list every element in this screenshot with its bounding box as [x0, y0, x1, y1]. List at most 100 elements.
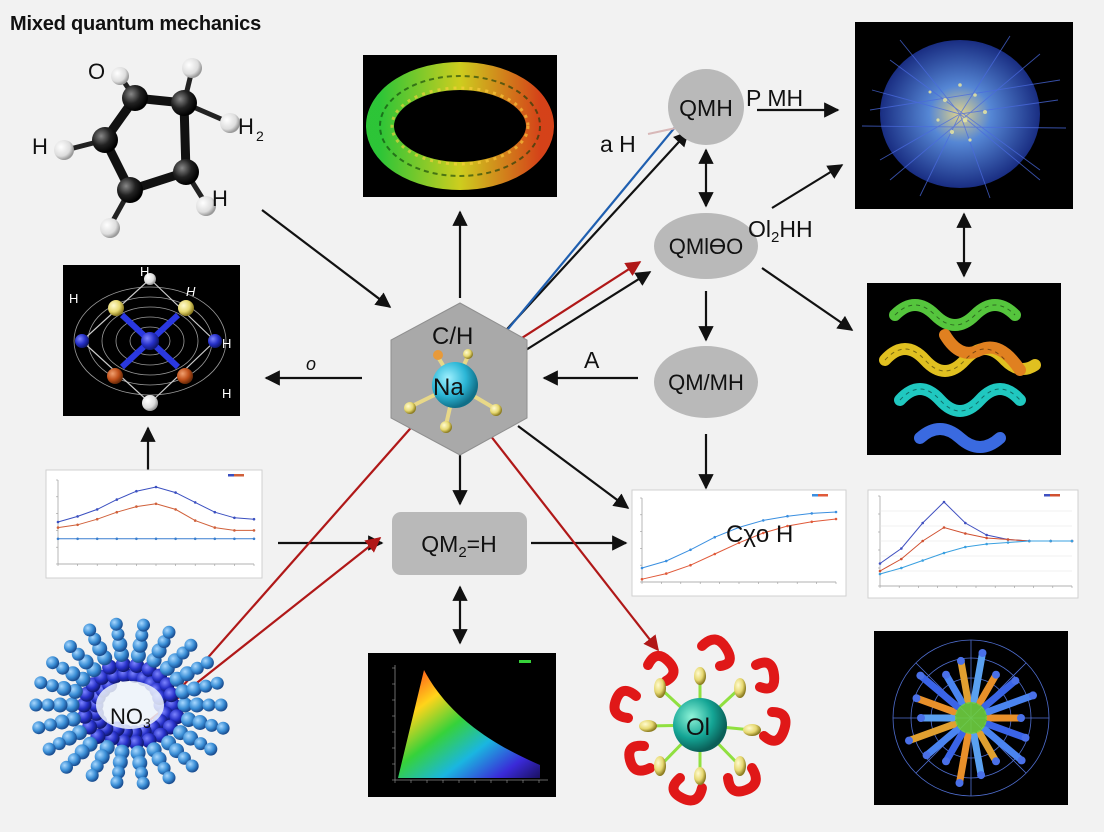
chart-point [174, 491, 177, 494]
hydrogen-atom [54, 140, 74, 160]
chart-point [1071, 540, 1074, 543]
radial-spoke-tip [977, 771, 985, 779]
ring-protein-panel [363, 55, 557, 197]
cluster-bead [193, 715, 208, 730]
chart-point [214, 526, 217, 529]
chart-point [76, 538, 79, 541]
radial-spoke-tip [979, 649, 987, 657]
chart-point [921, 540, 924, 543]
cluster-bead [211, 677, 224, 690]
chart-point [214, 511, 217, 514]
chart-point [57, 538, 60, 541]
cluster-bead [187, 682, 202, 697]
chart-point [96, 518, 99, 521]
cluster-bead [199, 680, 212, 693]
cluster-bead [83, 624, 96, 637]
chart-point [879, 573, 882, 576]
chart-point [879, 562, 882, 565]
cluster-bead [110, 776, 123, 789]
ion-ligand [490, 404, 502, 416]
arrow-qmo-to-protein [762, 268, 852, 330]
chart-point [57, 526, 60, 529]
label-a: A [584, 347, 600, 373]
chart-point [985, 537, 988, 540]
cluster-bead [205, 719, 218, 732]
cluster-bead [46, 679, 59, 692]
chart-point [786, 515, 789, 518]
chart-point [253, 529, 256, 532]
arrow-center-to-qmo [510, 272, 650, 360]
chart-point [233, 538, 236, 541]
cluster-bead [86, 769, 99, 782]
node-qm2h-subscript: 2 [458, 544, 466, 561]
lattice-atom [107, 368, 123, 384]
hydrogen-atom [220, 113, 240, 133]
chart-point [689, 564, 692, 567]
cluster-bead [201, 656, 214, 669]
chart-point [713, 536, 716, 539]
cluster-bead [186, 760, 199, 773]
radial-spoke-tip [992, 757, 1000, 765]
chart-point [76, 515, 79, 518]
cluster-bead [215, 699, 228, 712]
molecule-label-h-left: H [32, 134, 48, 159]
molecule-hexagon: O H H 2 H [32, 58, 264, 238]
center-label-na: Na [433, 374, 464, 401]
radial-spoke-tip [1017, 714, 1025, 722]
radial-spoke-tip [1022, 734, 1030, 742]
cluster-bead [217, 722, 230, 735]
chart-point [1007, 538, 1010, 541]
cluster-bead [43, 743, 56, 756]
chart-left [46, 470, 262, 578]
radial-spoke-tip [913, 694, 921, 702]
node-qm2h-prefix: QM [421, 531, 458, 557]
hydrogen-atom [111, 67, 129, 85]
chart-point [810, 512, 813, 515]
label-ol2hh-subscript: 2 [771, 229, 779, 246]
chart-point [174, 538, 177, 541]
cluster-bead [203, 699, 216, 712]
chart-point [964, 522, 967, 525]
radial-core [955, 702, 987, 734]
chart-point [900, 567, 903, 570]
label-no-subscript: 3 [143, 715, 151, 731]
chart-point [194, 538, 197, 541]
chart-point [57, 521, 60, 524]
radial-spoke-tip [956, 779, 964, 787]
chart-point [214, 538, 217, 541]
cluster-bead [137, 777, 150, 790]
chart-point [135, 490, 138, 493]
chart-point [96, 508, 99, 511]
cluster-bead [204, 743, 217, 756]
radial-cluster-panel [874, 631, 1068, 805]
cluster-bead [190, 698, 205, 713]
radial-spoke-tip [1018, 756, 1026, 764]
cluster-bead [184, 639, 197, 652]
chart-legend-swatch [1050, 494, 1060, 497]
chart-point [76, 524, 79, 527]
chart-far-right [868, 490, 1078, 598]
chart-point [116, 511, 119, 514]
cluster-bead [60, 761, 73, 774]
cluster-bead [53, 698, 68, 713]
chart-point [1049, 540, 1052, 543]
cluster-bead [54, 715, 69, 730]
radial-spoke-tip [992, 671, 1000, 679]
lattice-label-h-top-italic: H [186, 284, 196, 299]
chart-legend-swatch [818, 494, 828, 497]
node-qmo: QMlϴO [654, 213, 758, 279]
chart-point [964, 532, 967, 535]
node-qm2h: QM2=H [392, 512, 527, 575]
chart-point [921, 559, 924, 562]
carbon-atom [117, 177, 143, 203]
chart-point [879, 570, 882, 573]
cluster-bead [42, 699, 55, 712]
chart-point [665, 560, 668, 563]
radial-spoke-tip [942, 757, 950, 765]
carbon-atom [173, 159, 199, 185]
chart-point [900, 558, 903, 561]
lattice-label-h-bottom: H [222, 386, 231, 401]
hydrogen-atom [182, 58, 202, 78]
chart-point [1028, 540, 1031, 543]
